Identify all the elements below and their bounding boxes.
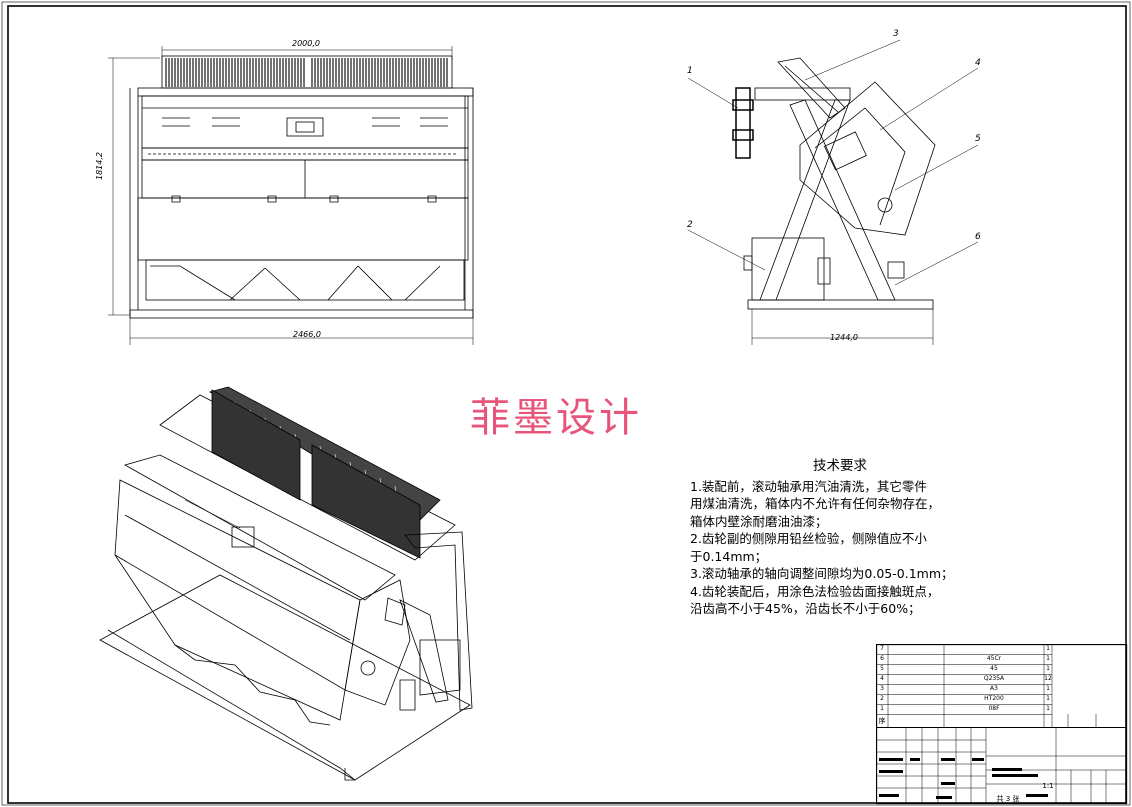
side-view	[687, 39, 979, 345]
dim-height: 1814,2	[95, 152, 104, 180]
technical-requirements: 技术要求 1.装配前，滚动轴承用汽油清洗，其它零件 用煤油清洗，箱体内不允许有任…	[690, 458, 990, 618]
bom-material: A3	[990, 685, 998, 692]
balloon-4: 4	[975, 58, 981, 68]
title-block-sheet: 共 3 张	[996, 795, 1020, 803]
bom-no: 1	[880, 705, 884, 712]
balloon-3: 3	[893, 29, 899, 39]
watermark-text: 菲墨设计	[470, 395, 642, 441]
bom-no: 3	[880, 685, 884, 692]
isometric-view	[99, 386, 473, 781]
bom-material: 45Cr	[986, 655, 1002, 662]
tech-line: 箱体内壁涂耐磨油油漆；	[690, 513, 828, 529]
dim-top-width: 2000,0	[292, 39, 320, 48]
bom-qty: 1	[1046, 665, 1050, 672]
front-view	[108, 46, 474, 345]
bom-no: 4	[880, 675, 884, 682]
bom-qty: 1	[1046, 695, 1050, 702]
dim-bottom-width: 2466,0	[293, 330, 321, 339]
dim-side-width: 1244,0	[830, 333, 858, 342]
bom-material: 08F	[988, 705, 1000, 712]
balloon-5: 5	[975, 134, 981, 144]
bom-material: HT200	[984, 695, 1004, 702]
tech-title: 技术要求	[813, 458, 867, 474]
balloon-6: 6	[975, 232, 981, 242]
bom-qty: 1	[1046, 645, 1050, 652]
title-block-scale: 1:1	[1042, 782, 1054, 790]
bom-material: Q235A	[983, 675, 1005, 682]
bom-qty: 1	[1046, 685, 1050, 692]
tech-line: 1.装配前，滚动轴承用汽油清洗，其它零件	[690, 478, 927, 494]
bom-no: 6	[880, 655, 884, 662]
tech-line: 于0.14mm；	[690, 548, 768, 564]
tech-line: 沿齿高不小于45%，沿齿长不小于60%；	[690, 601, 921, 616]
bom-qty: 1	[1046, 655, 1050, 662]
bom-qty: 1	[1046, 705, 1050, 712]
balloon-1: 1	[687, 66, 693, 76]
title-block	[876, 644, 1128, 805]
bom-material: 45	[990, 665, 998, 672]
tech-line: 2.齿轮副的侧隙用铅丝检验，侧隙值应不小	[690, 531, 927, 546]
bom-header-no: 序	[878, 717, 886, 725]
tech-line: 4.齿轮装配后，用涂色法检验齿面接触斑点，	[690, 583, 940, 599]
tech-line: 3.滚动轴承的轴向调整间隙均为0.05-0.1mm；	[690, 566, 954, 581]
balloon-2: 2	[687, 220, 693, 230]
bom-no: 2	[880, 695, 884, 702]
tech-line: 用煤油清洗，箱体内不允许有任何杂物存在，	[690, 496, 941, 511]
bom-no: 5	[880, 665, 884, 672]
bom-qty: 12	[1044, 675, 1052, 682]
bom-no: 7	[880, 645, 884, 652]
